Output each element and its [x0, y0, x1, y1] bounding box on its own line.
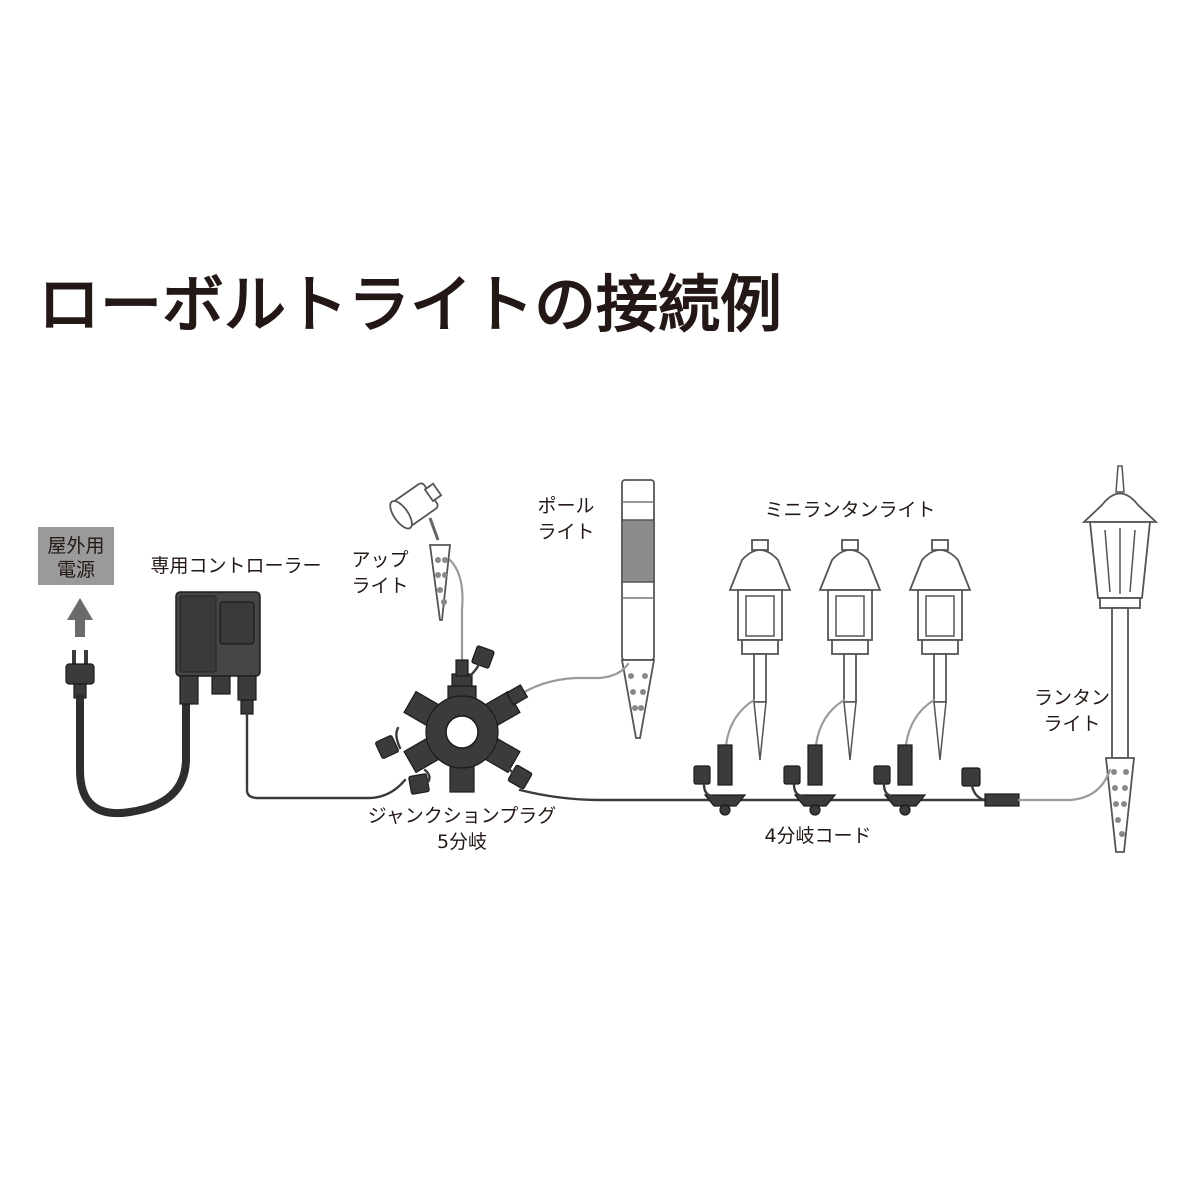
controller: 専用コントローラー	[150, 555, 322, 715]
lantern-light: ランタン ライト	[1017, 465, 1159, 853]
pole-light-label-line1: ポール	[537, 495, 594, 517]
main-cord	[518, 788, 722, 802]
pole-light-label-line2: ライト	[537, 521, 594, 543]
mini-lantern-label: ミニランタンライト	[764, 499, 935, 521]
power-cord	[76, 694, 190, 818]
four-way-branch-cord: 4分岐コード	[693, 744, 1020, 847]
page-title: ローボルトライトの接続例	[38, 268, 782, 341]
power-source-label-line1: 屋外用	[47, 535, 104, 557]
controller-output-cord	[245, 712, 407, 800]
power-source-box	[38, 527, 114, 585]
junction-label-line1: ジャンクションプラグ	[368, 805, 556, 827]
power-plug	[65, 650, 95, 699]
lantern-light-label-line1: ランタン	[1034, 687, 1110, 709]
power-source-label-line2: 電源	[57, 559, 95, 581]
branch-cord-label: 4分岐コード	[764, 825, 871, 847]
lantern-light-label-line2: ライト	[1043, 713, 1100, 735]
mini-lantern-2	[814, 539, 882, 761]
junction-plug-5way: ジャンクションプラグ 5分岐	[368, 645, 556, 853]
up-light-label-line1: アップ	[351, 549, 408, 571]
outdoor-power-source: 屋外用 電源	[38, 527, 114, 637]
mini-lantern-3	[904, 539, 972, 761]
up-light: アップ ライト	[351, 482, 469, 677]
controller-label: 専用コントローラー	[150, 555, 321, 577]
junction-label-line2: 5分岐	[437, 831, 487, 853]
pole-light: ポール ライト	[505, 479, 656, 739]
mini-lantern-1	[724, 539, 792, 761]
up-arrow-icon	[67, 598, 93, 637]
up-light-label-line2: ライト	[351, 575, 408, 597]
